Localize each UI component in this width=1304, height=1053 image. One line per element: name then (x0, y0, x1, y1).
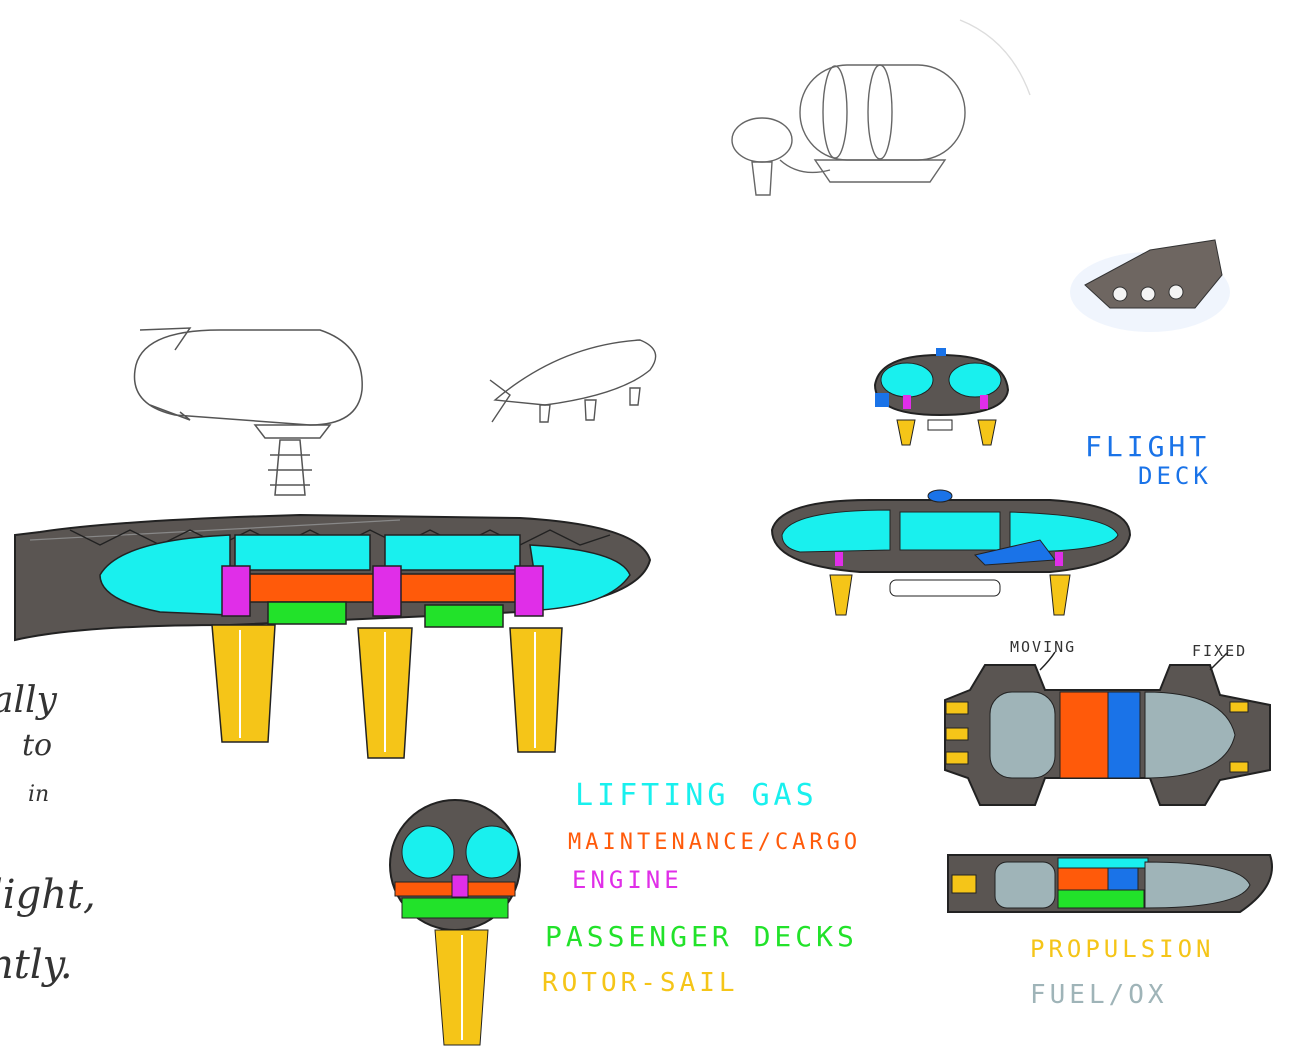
airship-bottom-side-view (947, 854, 1273, 913)
flight-deck-label-line1: Flight (1085, 430, 1211, 463)
airship-front-view (873, 348, 1010, 446)
airship-round-cutaway (389, 799, 521, 1046)
fuel-ox-label: Fuel/Ox (1030, 980, 1168, 1010)
legend-passenger-decks: Passenger Decks (545, 920, 858, 953)
large-airship-side-view (14, 513, 652, 759)
margin-note-5: ntly. (0, 942, 73, 988)
legend-rotor-sail: Rotor-Sail (542, 968, 739, 998)
sketch-dark-craft (1070, 239, 1230, 332)
legend-maintenance-cargo: Maintenance/Cargo (568, 830, 862, 855)
airship-right-view (770, 489, 1132, 616)
moving-label: Moving (1010, 638, 1077, 656)
legend-engine: Engine (572, 866, 683, 894)
propulsion-label: Propulsion (1030, 935, 1215, 963)
sketch-airship-left (133, 327, 363, 496)
sketch-airship-top (731, 19, 1031, 196)
margin-note-2: to (22, 728, 53, 763)
airship-top-view (944, 651, 1271, 806)
flight-deck-label-line2: Deck (1138, 462, 1212, 490)
fixed-label: Fixed (1192, 642, 1248, 660)
sketch-airship-middle (489, 339, 657, 423)
legend-lifting-gas: Lifting Gas (575, 778, 818, 813)
margin-note-3: in (28, 782, 50, 807)
margin-note-4: light, (0, 872, 96, 918)
margin-note-1: ally (0, 680, 57, 721)
